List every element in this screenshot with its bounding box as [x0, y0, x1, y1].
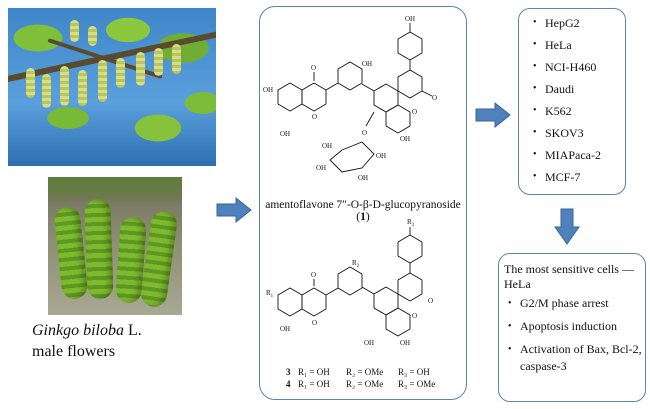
- svg-text:OH: OH: [322, 142, 332, 150]
- list-item: Daudi: [533, 78, 601, 100]
- svg-text:O: O: [312, 319, 317, 327]
- svg-text:OH: OH: [316, 164, 326, 172]
- list-item: MCF-7: [533, 166, 601, 188]
- svg-text:OH: OH: [362, 60, 372, 68]
- list-item: SKOV3: [533, 122, 601, 144]
- svg-text:OH: OH: [263, 86, 273, 94]
- structure-compound-1: OH O O OH OH O OH OH O O OH OH OH OH: [263, 15, 437, 182]
- svg-text:OH: OH: [405, 15, 415, 23]
- arrow-to-result: [554, 208, 580, 245]
- result-heading: The most sensitive cells —HeLa: [504, 262, 634, 291]
- list-item: MIAPaca-2: [533, 144, 601, 166]
- svg-text:OH: OH: [364, 339, 374, 347]
- substituent-row-4: 4 R₁ = OH R₂ = OMe R₃ = OMe: [286, 379, 436, 389]
- substituent-row-3: 3 R₁ = OH R₂ = OMe R₃ = OH: [286, 367, 430, 377]
- compound-1-number: 1: [360, 211, 366, 223]
- list-item: HepG2: [533, 12, 601, 34]
- arrow-to-compounds: [216, 196, 252, 224]
- caption-line2: male flowers: [32, 343, 116, 360]
- structure-compounds-3-4: R3 O O OH OH R2 O R1 OH O: [266, 218, 433, 347]
- list-item: Activation of Bax, Bcl-2, caspase-3: [508, 341, 644, 375]
- svg-text:O: O: [311, 271, 316, 279]
- svg-text:OH: OH: [280, 130, 290, 138]
- svg-text:O: O: [362, 129, 367, 137]
- list-item: HeLa: [533, 34, 601, 56]
- species-name: Ginkgo biloba: [32, 322, 124, 339]
- svg-text:R2: R2: [352, 259, 360, 269]
- svg-text:O: O: [311, 64, 316, 72]
- svg-text:R1: R1: [266, 289, 274, 299]
- compound-1-name: amentoflavone 7″-O-β-D-glucopyranoside (: [265, 199, 461, 223]
- male-flowers-photo: [48, 177, 182, 315]
- compounds-panel: [259, 6, 467, 400]
- compound-1-label: amentoflavone 7″-O-β-D-glucopyranoside (…: [262, 199, 464, 223]
- svg-text:OH: OH: [400, 339, 410, 347]
- compound-1-close: ): [365, 211, 370, 223]
- result-panel: [498, 253, 646, 402]
- svg-text:R3: R3: [407, 218, 415, 228]
- cell-lines-panel: [518, 8, 626, 195]
- species-author: L.: [124, 322, 142, 339]
- svg-text:O: O: [432, 94, 437, 102]
- svg-text:O: O: [412, 108, 417, 116]
- svg-text:OH: OH: [376, 152, 386, 160]
- list-item: NCI-H460: [533, 56, 601, 78]
- plant-caption: Ginkgo biloba L. male flowers: [32, 320, 202, 362]
- svg-text:OH: OH: [400, 135, 410, 143]
- arrow-to-cell-lines: [475, 101, 511, 129]
- list-item: Apoptosis induction: [508, 318, 644, 335]
- result-list: G2/M phase arrest Apoptosis induction Ac…: [508, 295, 644, 381]
- svg-text:O: O: [428, 297, 433, 305]
- ginkgo-tree-photo: [8, 8, 216, 166]
- svg-text:OH: OH: [280, 325, 290, 333]
- list-item: G2/M phase arrest: [508, 295, 644, 312]
- svg-text:O: O: [412, 312, 417, 320]
- list-item: K562: [533, 100, 601, 122]
- svg-text:O: O: [312, 113, 317, 121]
- svg-text:OH: OH: [358, 174, 368, 182]
- cell-lines-list: HepG2 HeLa NCI-H460 Daudi K562 SKOV3 MIA…: [533, 12, 601, 188]
